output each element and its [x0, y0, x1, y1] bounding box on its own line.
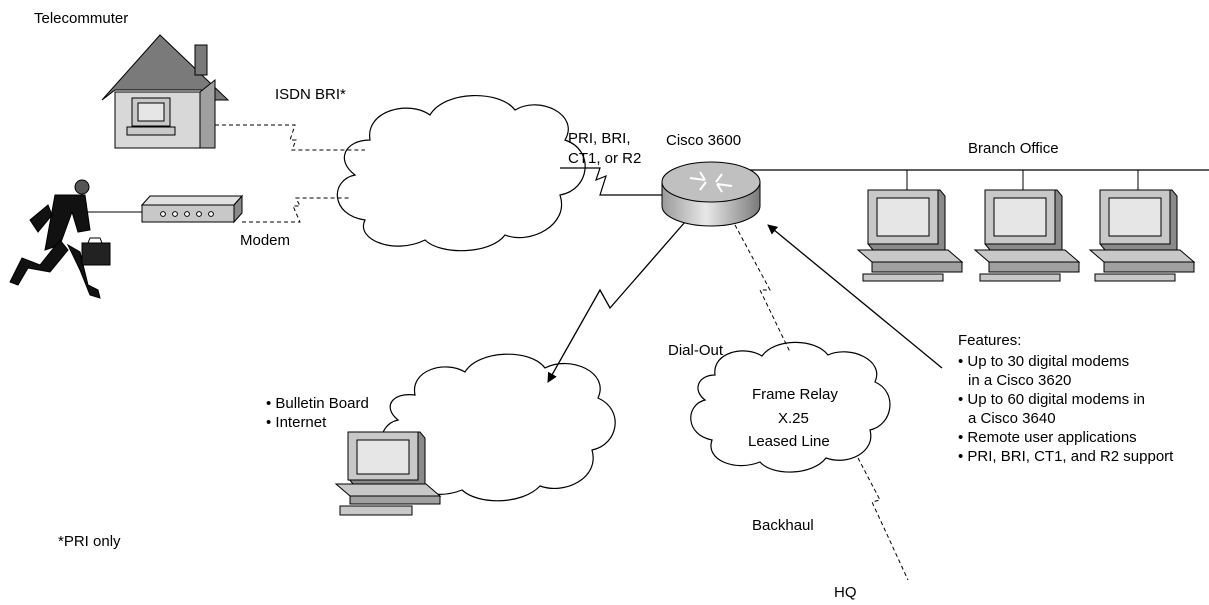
bulletin-board-pc [334, 431, 442, 516]
features-list-item: in a Cisco 3620 [968, 372, 1072, 389]
backhaul-link [857, 457, 909, 581]
features-list-item: a Cisco 3640 [968, 410, 1056, 427]
frame-relay-label: Frame Relay [752, 386, 838, 403]
bulletin-list-item: • Internet [266, 414, 327, 431]
features-list: • Up to 30 digital modems in a Cisco 362… [958, 352, 1173, 466]
x25-label: X.25 [778, 410, 809, 427]
features-pointer [767, 224, 943, 369]
modem-icon [140, 194, 244, 224]
router-icon [661, 161, 761, 227]
branch-pc-2 [973, 189, 1081, 282]
pri-link [560, 167, 662, 196]
hq-label: HQ [834, 584, 857, 601]
mobile-user-icon [9, 179, 111, 299]
features-list-item: • Remote user applications [958, 429, 1137, 446]
frame-relay-cloud [690, 341, 891, 473]
features-list-item: • PRI, BRI, CT1, and R2 support [958, 448, 1174, 465]
features-list-item: • Up to 60 digital modems in [958, 391, 1146, 408]
isdn-cloud [336, 94, 586, 252]
dial-out-label: Dial-Out [668, 342, 724, 359]
telecommuter-label: Telecommuter [34, 10, 129, 27]
backhaul-label: Backhaul [752, 517, 814, 534]
frame-relay-link [734, 224, 791, 353]
bulletin-list-item: • Bulletin Board [266, 395, 369, 412]
bulletin-list: • Bulletin Board • Internet [266, 394, 369, 432]
pri-label-line2: CT1, or R2 [568, 150, 642, 167]
dial-out-link [547, 221, 686, 383]
features-heading: Features: [958, 332, 1022, 349]
modem-link [242, 197, 350, 223]
branch-pc-3 [1088, 189, 1196, 282]
house-icon [101, 34, 230, 149]
cisco-label: Cisco 3600 [666, 132, 742, 149]
isdn-link [215, 124, 365, 151]
leased-line-label: Leased Line [748, 433, 830, 450]
branch-office-label: Branch Office [968, 140, 1059, 157]
pri-label-line1: PRI, BRI, [568, 130, 631, 147]
modem-label: Modem [240, 232, 291, 249]
branch-pc-1 [856, 189, 964, 282]
features-list-item: • Up to 30 digital modems [958, 353, 1130, 370]
pri-only-footnote: *PRI only [58, 533, 121, 550]
isdn-bri-label: ISDN BRI* [275, 86, 346, 103]
